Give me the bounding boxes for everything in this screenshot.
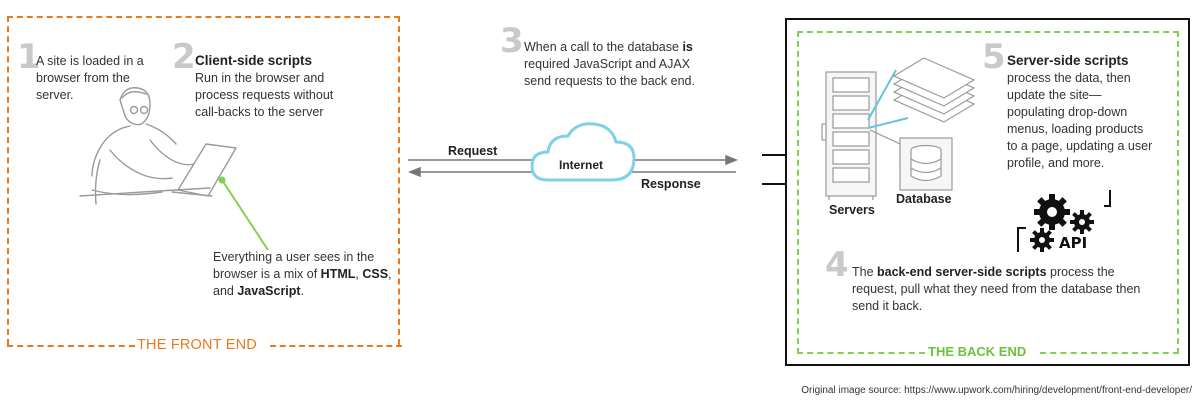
step-4-bold: back-end server-side scripts: [877, 265, 1047, 279]
step-3-bold: is: [682, 40, 693, 54]
internet-cloud-icon: [530, 122, 636, 182]
person-laptop-icon: [79, 87, 237, 205]
back-end-frame-bottom-left: [797, 352, 925, 354]
back-end-inner-frame: [797, 31, 1179, 354]
servers-label: Servers: [829, 203, 875, 217]
note-end: .: [300, 284, 305, 298]
front-end-label: THE FRONT END: [137, 337, 257, 353]
languages-note: Everything a user sees in the browser is…: [213, 249, 393, 300]
step-4-pre: The: [852, 265, 878, 279]
step-2-text: Run in the browser and process requests …: [195, 71, 334, 119]
internet-label: Internet: [559, 158, 604, 172]
step-3-post: required JavaScript and AJAX send reques…: [524, 57, 695, 88]
back-end-label: THE BACK END: [928, 344, 1027, 359]
step-4-text: The back-end server-side scripts process…: [852, 264, 1142, 315]
back-end-frame-bottom-right: [1040, 352, 1179, 354]
step-1-text: A site is loaded in a browser from the s…: [36, 54, 144, 102]
front-end-frame: [7, 16, 400, 345]
source-caption: Original image source: https://www.upwor…: [801, 385, 1192, 396]
note-comma: ,: [355, 267, 359, 281]
step-3-text: When a call to the database is required …: [524, 39, 699, 90]
note-html: HTML: [320, 267, 356, 281]
api-gears-icon: [1030, 194, 1094, 252]
note-js: JavaScript: [237, 284, 301, 298]
step-3-number: 3: [500, 21, 524, 61]
api-label: API: [1059, 234, 1088, 252]
response-label: Response: [641, 177, 701, 191]
note-pre: Everything a user sees in the browser is…: [213, 250, 375, 281]
step-4-number: 4: [825, 245, 849, 285]
note-css: CSS: [362, 267, 389, 281]
response-arrow-head: [407, 166, 421, 178]
step-4-post: process the request, pull what they need…: [852, 265, 1141, 313]
layers-icon: [892, 57, 976, 123]
pointer-line: [221, 179, 269, 251]
step-5-text: process the data, then update the site—p…: [1007, 71, 1153, 170]
pointer-dot: [218, 176, 226, 184]
request-label: Request: [448, 144, 498, 158]
step-3-pre: When a call to the database: [524, 40, 683, 54]
step-5-number: 5: [982, 37, 1006, 77]
note-and: , and: [213, 267, 392, 298]
step-2-heading: Client-side scripts: [195, 53, 313, 68]
step-2-number: 2: [172, 37, 196, 77]
database-label: Database: [896, 192, 952, 206]
request-arrow-head: [725, 154, 739, 166]
front-end-frame-bottom-right: [270, 345, 402, 347]
server-rack-icon: [821, 71, 877, 200]
step-1-number: 1: [17, 37, 41, 77]
step-5-heading: Server-side scripts: [1007, 53, 1129, 68]
callout-lines: [867, 69, 909, 129]
front-end-frame-bottom-left: [7, 345, 135, 347]
database-icon: [899, 137, 953, 191]
back-end-outer-frame: [785, 18, 1190, 366]
